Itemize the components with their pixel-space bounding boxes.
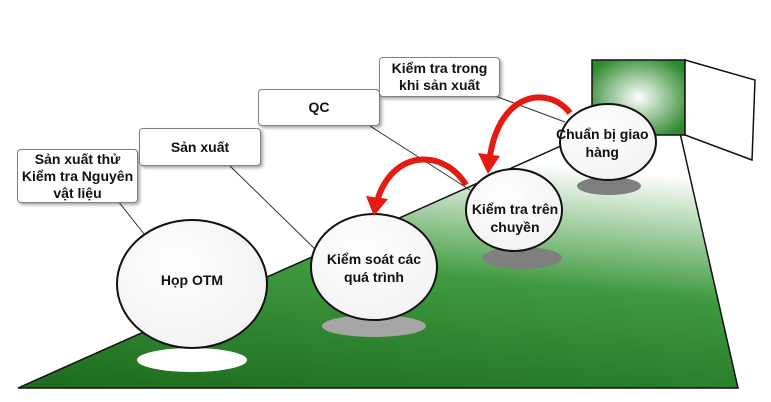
arrow-head-icon bbox=[478, 153, 500, 174]
arrow-to-line-inspection bbox=[487, 94, 573, 157]
node-circle-line-inspection bbox=[465, 168, 563, 252]
node-delivery-prep: Chuẩn bị giao hàng bbox=[556, 126, 649, 160]
arrow-to-process-control bbox=[375, 156, 469, 200]
node-otm-meeting: Họp OTM bbox=[160, 272, 224, 288]
node-shadow bbox=[137, 348, 247, 372]
label-in-process-inspection: Kiểm tra trong khi sản xuất bbox=[379, 57, 500, 97]
node-circle-otm bbox=[116, 219, 268, 349]
arrow-head-icon bbox=[366, 196, 388, 216]
label-qc: QC bbox=[258, 89, 380, 126]
connector-line bbox=[229, 165, 319, 253]
node-process-control: Kiểm soát các quá trình bbox=[326, 251, 422, 285]
connector-line bbox=[494, 95, 566, 123]
node-shadow bbox=[322, 315, 426, 337]
label-production: Sản xuất bbox=[139, 128, 261, 166]
label-trial-production: Sản xuất thử Kiểm tra Nguyên vật liệu bbox=[17, 149, 138, 203]
door-panel bbox=[684, 59, 756, 162]
node-circle-delivery bbox=[559, 103, 657, 181]
node-shadow bbox=[482, 247, 562, 269]
node-shadow bbox=[577, 177, 641, 195]
node-line-inspection: Kiểm tra trên chuyền bbox=[471, 201, 559, 235]
